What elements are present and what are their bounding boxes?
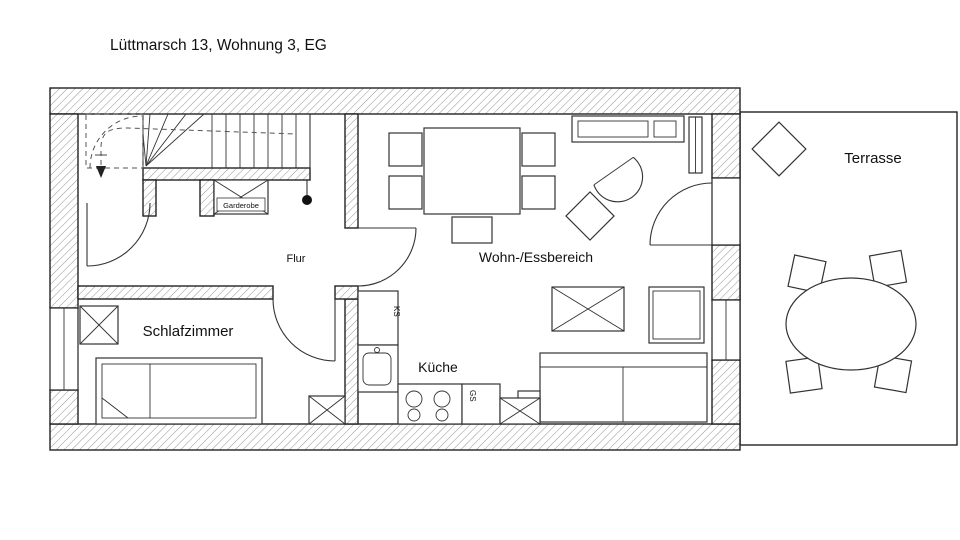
bedroom-door <box>272 298 336 362</box>
dining-chair <box>451 216 493 244</box>
sofa <box>517 352 708 423</box>
terrace-chair <box>785 356 823 394</box>
bedroom-label: Schlafzimmer <box>143 323 234 340</box>
stair-down-arrow <box>96 166 106 178</box>
crossed-rect <box>551 286 625 332</box>
dishwasher-label: GS <box>468 390 477 402</box>
wall-bedroom-top-stub <box>334 285 359 300</box>
wall-bedroom-top <box>77 285 274 300</box>
terrace-chairs <box>785 249 913 394</box>
terrace-door <box>649 182 713 246</box>
terrace: Terrasse <box>739 111 958 446</box>
wall-kitchen-left <box>344 298 359 425</box>
bedroom-crossed-box-right <box>308 395 346 425</box>
dishwasher: GS <box>461 383 501 425</box>
fridge-label: KS <box>392 306 401 317</box>
wall-garderobe-pier-left <box>142 179 157 217</box>
interior-walls <box>77 113 359 425</box>
staircase <box>85 113 312 205</box>
terrace-label: Terrasse <box>844 150 902 167</box>
stair-outline <box>142 113 311 169</box>
wall-top <box>49 87 741 115</box>
hallway: Flur <box>287 253 306 265</box>
dining-chair <box>388 132 423 167</box>
stair-winders <box>142 113 205 167</box>
stair-treads <box>211 114 297 168</box>
wall-left-lower <box>49 389 79 425</box>
stair-post-dot <box>302 195 312 205</box>
garderobe: Garderobe <box>213 179 269 215</box>
bedroom-crossed-box-left <box>79 305 119 345</box>
terrace-chair <box>873 354 913 394</box>
terrace-door-opening <box>711 177 741 246</box>
terrace-chair <box>868 249 908 289</box>
garderobe-label: Garderobe <box>223 201 259 210</box>
kitchen-crossed-box <box>499 397 541 425</box>
dining-chairs <box>388 132 556 244</box>
terrace-chair <box>787 254 827 294</box>
wall-bottom <box>49 423 741 451</box>
wall-dining-left <box>344 113 359 229</box>
stair-dashed-flight <box>85 113 144 169</box>
entrance-door <box>86 202 151 267</box>
stair-dashed-arc <box>89 115 143 169</box>
sideboard <box>648 286 705 344</box>
living-dining-area: Wohn-/Essbereich <box>388 115 708 423</box>
living-door <box>357 227 417 287</box>
bed <box>95 357 263 425</box>
dining-chair <box>521 175 556 210</box>
terrace-diamond-table <box>751 121 807 177</box>
diamond-table <box>565 191 615 241</box>
desk <box>571 115 685 143</box>
dining-chair <box>521 132 556 167</box>
wall-left-upper <box>49 113 79 309</box>
dining-table <box>423 127 521 215</box>
plan-title: Lüttmarsch 13, Wohnung 3, EG <box>110 37 327 54</box>
kitchen: Küche KS GS <box>357 290 541 425</box>
outer-walls <box>49 87 741 451</box>
kitchen-label: Küche <box>418 359 458 375</box>
wall-under-stairs <box>142 167 311 181</box>
wall-garderobe-pier-mid <box>199 179 215 217</box>
stove <box>397 383 463 425</box>
garderobe-label-chip <box>216 197 266 212</box>
wall-right-mid <box>711 244 741 301</box>
fridge: KS <box>357 290 401 346</box>
hallway-label: Flur <box>287 253 306 265</box>
sink <box>357 344 399 393</box>
radiator <box>688 116 703 174</box>
window-right-living <box>711 299 741 361</box>
living-dining-label: Wohn-/Essbereich <box>479 249 593 265</box>
armchair <box>593 156 644 203</box>
bedroom: Schlafzimmer <box>79 305 346 425</box>
wall-right-lower <box>711 359 741 425</box>
dining-chair <box>388 175 423 210</box>
doors <box>86 182 713 362</box>
stair-walk-line <box>100 127 297 174</box>
terrace-oval-table <box>785 277 917 371</box>
wall-right-upper <box>711 113 741 179</box>
window-left-bedroom <box>49 307 79 391</box>
